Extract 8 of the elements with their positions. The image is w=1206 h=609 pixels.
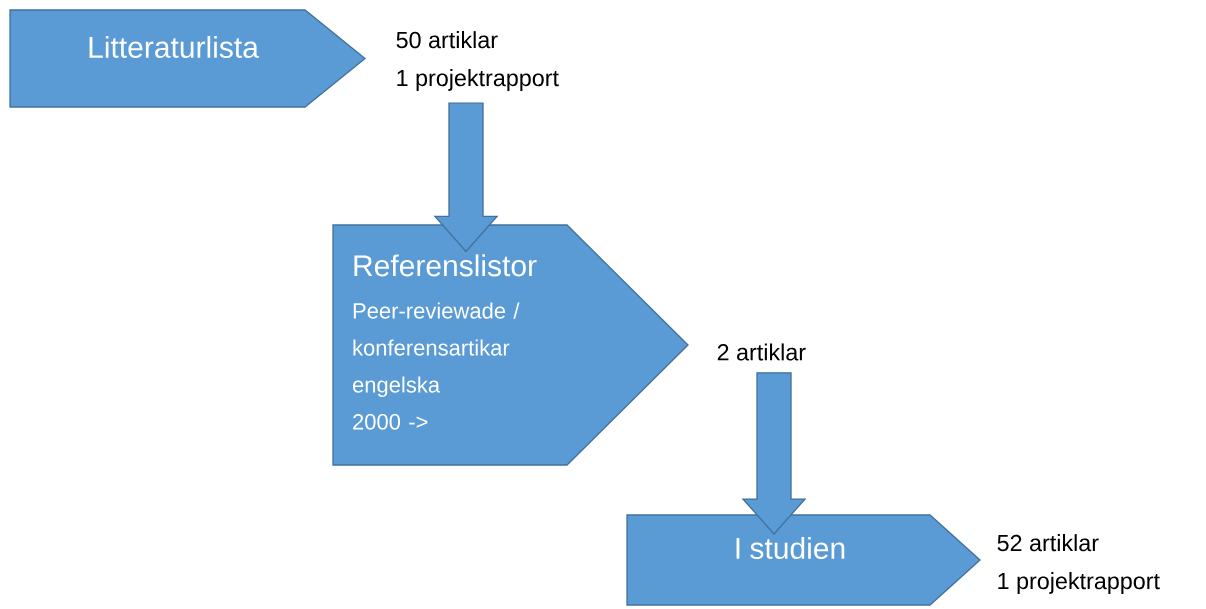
block-arrow	[433, 102, 499, 253]
note-text: 50 artiklar 1 projektrapport	[396, 31, 559, 91]
note-text: 52 artiklar 1 projektrapport	[997, 534, 1160, 594]
arrow-box: Litteraturlista	[9, 9, 367, 108]
note-text: 2 artiklar	[717, 343, 806, 361]
arrow-box: Referenslistor Peer-reviewade / konferensartikar engelska 2000 ->	[332, 224, 689, 466]
block-arrow	[741, 372, 807, 536]
arrow-box: I studien	[626, 514, 981, 606]
